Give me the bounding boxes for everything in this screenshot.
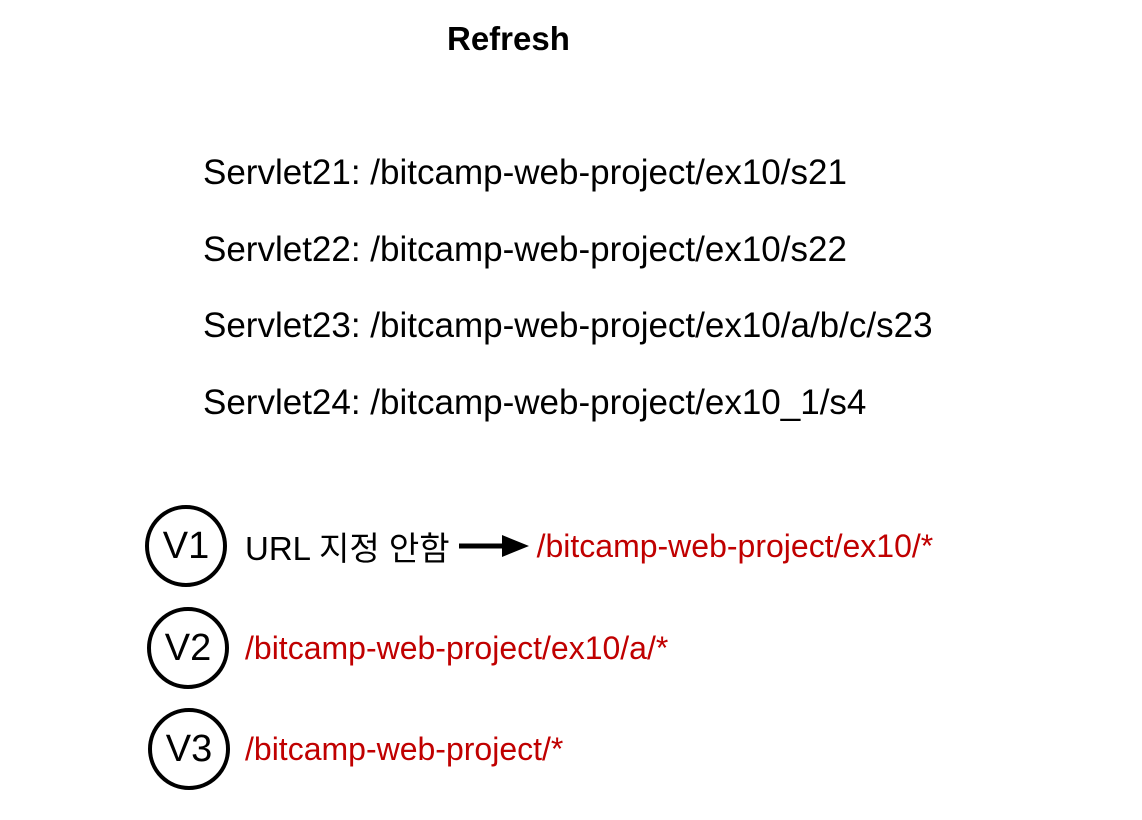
version-badge-label: V1: [162, 525, 210, 567]
version-badge-label: V3: [165, 728, 213, 770]
mapping-row-v2: V2 /bitcamp-web-project/ex10/a/*: [147, 607, 668, 689]
url-pattern: /bitcamp-web-project/ex10/a/*: [245, 629, 669, 666]
mapping-row-v1: V1 URL 지정 안함 /bitcamp-web-project/ex10/*: [145, 505, 933, 587]
page-title: Refresh: [447, 20, 570, 57]
servlet-mapping-line: Servlet24: /bitcamp-web-project/ex10_1/s…: [203, 383, 867, 422]
url-pattern: /bitcamp-web-project/ex10/*: [536, 527, 934, 564]
servlet-mapping-line: Servlet23: /bitcamp-web-project/ex10/a/b…: [203, 306, 933, 345]
mapping-row-v3: V3 /bitcamp-web-project/*: [148, 708, 563, 790]
url-pattern: /bitcamp-web-project/*: [245, 730, 564, 767]
right-arrow-icon: [458, 533, 530, 559]
mapping-note: URL 지정 안함: [245, 530, 450, 567]
servlet-mapping-line: Servlet21: /bitcamp-web-project/ex10/s21: [203, 153, 847, 192]
version-badge-v3: V3: [148, 708, 230, 790]
servlet-mapping-line: Servlet22: /bitcamp-web-project/ex10/s22: [203, 230, 847, 269]
version-badge-label: V2: [164, 627, 212, 669]
version-badge-v2: V2: [147, 607, 229, 689]
version-badge-v1: V1: [145, 505, 227, 587]
